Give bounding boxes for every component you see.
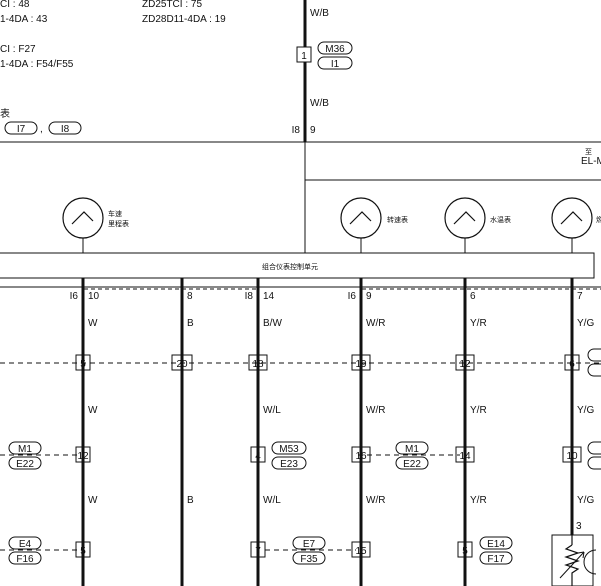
svg-text:M1: M1 [18, 444, 32, 455]
svg-text:B: B [187, 495, 194, 506]
control-unit-box [0, 252, 595, 279]
svg-text:I8: I8 [245, 291, 254, 302]
svg-text:W/R: W/R [366, 318, 385, 329]
fuel-label: 燃 [596, 215, 601, 224]
speedometer-label-2: 里程表 [108, 219, 129, 228]
svg-text:F17: F17 [487, 554, 505, 565]
control-unit-label: 组合仪表控制单元 [262, 262, 318, 271]
svg-text:6: 6 [569, 359, 575, 370]
svg-text:Y/R: Y/R [470, 318, 487, 329]
side-ref-line-1: 至 [585, 148, 592, 156]
ref-separator: , [40, 124, 43, 135]
svg-text:19: 19 [355, 359, 367, 370]
top-connector-pin: 1 [301, 51, 307, 62]
svg-text:M36: M36 [325, 44, 345, 55]
svg-text:I8: I8 [61, 124, 70, 135]
svg-text:15: 15 [355, 546, 367, 557]
svg-text:M1: M1 [405, 444, 419, 455]
top-ref-pill-m36: M36 [317, 41, 353, 55]
svg-text:M53: M53 [279, 444, 299, 455]
svg-text:B: B [187, 318, 194, 329]
svg-text:20: 20 [176, 359, 188, 370]
svg-text:W/L: W/L [263, 495, 281, 506]
ref-pill-i8: I8 [48, 121, 82, 135]
wire-column-3: I8 14 B/W 18 W/L 4 M53 E23 W/L 7 E7 F35 [245, 278, 326, 586]
top-wire-color-1: W/B [310, 8, 329, 19]
svg-text:8: 8 [187, 291, 193, 302]
note-line-2b: ZD28D11-4DA : 19 [142, 14, 226, 25]
note-line-3: CI : F27 [0, 44, 36, 55]
svg-text:B/W: B/W [263, 318, 282, 329]
speedometer-gauge: 车速 里程表 [62, 197, 129, 253]
svg-text:16: 16 [355, 451, 367, 462]
temperature-gauge: 水温表 [444, 197, 511, 253]
svg-text:I6: I6 [348, 291, 357, 302]
svg-text:F35: F35 [300, 554, 318, 565]
tachometer-label: 转速表 [387, 215, 408, 224]
svg-text:10: 10 [566, 451, 578, 462]
svg-text:5: 5 [462, 546, 468, 557]
svg-text:W: W [88, 405, 98, 416]
svg-text:I6: I6 [70, 291, 79, 302]
svg-text:4: 4 [255, 451, 261, 462]
fuel-sender-resistor [551, 534, 597, 586]
top-pin-connector: I8 [292, 125, 301, 136]
svg-text:E4: E4 [19, 539, 32, 550]
svg-text:12: 12 [77, 451, 89, 462]
note-line-5: 表 [0, 107, 10, 120]
svg-text:5: 5 [80, 546, 86, 557]
wire-column-6: 7 Y/G 6 Y/G 10 Y/G 3 [562, 278, 601, 535]
note-line-1a: CI : 48 [0, 0, 30, 10]
svg-text:W/L: W/L [263, 405, 281, 416]
top-ref-pill-i1: I1 [317, 56, 353, 70]
svg-text:6: 6 [470, 291, 476, 302]
svg-text:E22: E22 [16, 459, 34, 470]
fuel-gauge: 燃 [551, 197, 601, 253]
speedometer-label-1: 车速 [108, 209, 122, 218]
svg-text:I1: I1 [331, 59, 340, 70]
svg-text:W/R: W/R [366, 405, 385, 416]
note-line-2a: 1-4DA : 43 [0, 14, 48, 25]
wire-column-1: I6 10 W 5 W 12 M1 E22 W 5 E4 F16 [8, 278, 100, 586]
wire-column-2: 8 B 20 B [171, 278, 194, 586]
svg-text:10: 10 [88, 291, 100, 302]
tachometer-gauge: 转速表 [340, 197, 408, 253]
svg-text:I7: I7 [17, 124, 26, 135]
svg-text:E23: E23 [280, 459, 298, 470]
svg-text:Y/R: Y/R [470, 495, 487, 506]
svg-text:F16: F16 [16, 554, 34, 565]
side-ref-line-2: EL-M [581, 156, 601, 167]
svg-text:18: 18 [252, 359, 264, 370]
svg-text:5: 5 [80, 359, 86, 370]
svg-text:14: 14 [263, 291, 275, 302]
svg-text:3: 3 [576, 521, 582, 532]
temperature-label: 水温表 [490, 215, 511, 224]
svg-text:Y/G: Y/G [577, 405, 594, 416]
svg-text:14: 14 [459, 451, 471, 462]
svg-text:W: W [88, 495, 98, 506]
note-line-4: 1-4DA : F54/F55 [0, 59, 74, 70]
top-connector-box [296, 46, 312, 63]
svg-text:Y/G: Y/G [577, 318, 594, 329]
svg-text:E14: E14 [487, 539, 505, 550]
wire-column-4: I6 9 W/R 19 W/R 16 M1 E22 W/R 15 [348, 278, 429, 586]
note-line-1b: ZD25TCI : 75 [142, 0, 202, 10]
top-pin-number: 9 [310, 125, 316, 136]
svg-text:12: 12 [459, 359, 471, 370]
svg-text:7: 7 [577, 291, 583, 302]
svg-text:Y/R: Y/R [470, 405, 487, 416]
wire-column-5: 6 Y/R 12 Y/R 14 Y/R 5 E14 F17 [455, 278, 513, 586]
svg-text:Y/G: Y/G [577, 495, 594, 506]
top-wire-color-2: W/B [310, 98, 329, 109]
svg-text:9: 9 [366, 291, 372, 302]
svg-text:E7: E7 [303, 539, 316, 550]
ref-pill-i7: I7 [4, 121, 38, 135]
svg-text:W: W [88, 318, 98, 329]
svg-text:E22: E22 [403, 459, 421, 470]
svg-text:W/R: W/R [366, 495, 385, 506]
svg-text:7: 7 [255, 546, 261, 557]
